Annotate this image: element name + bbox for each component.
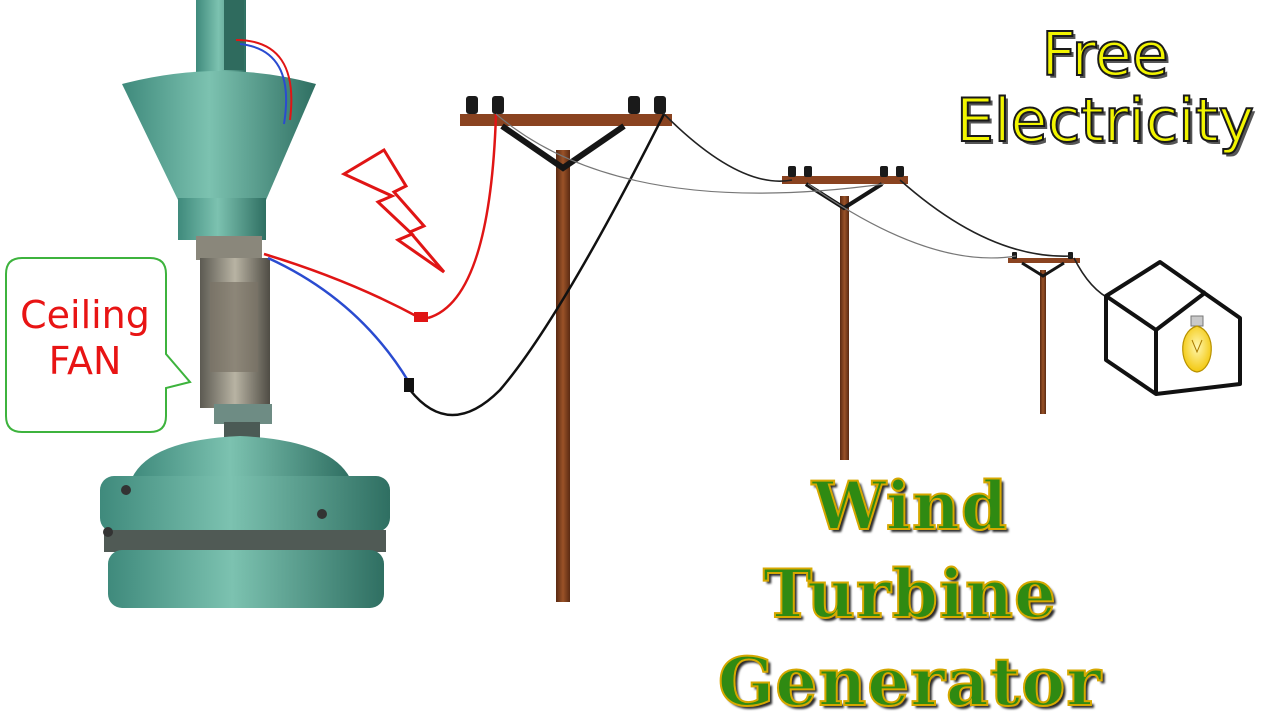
ceiling-fan xyxy=(100,0,390,608)
wire-red xyxy=(263,252,421,320)
black-connector xyxy=(404,378,414,392)
callout-line-1: Ceiling xyxy=(20,293,150,337)
utility-pole-3 xyxy=(1008,252,1080,414)
callout-line-2: FAN xyxy=(48,339,122,383)
headline-line-1: Free xyxy=(1040,20,1169,90)
title-line-2: Turbine Generator xyxy=(717,554,1103,722)
callout-bubble xyxy=(5,257,192,433)
lightning-icon xyxy=(340,147,446,274)
house-icon xyxy=(1104,260,1242,396)
wire-red-riser xyxy=(427,113,498,320)
fan-canopy xyxy=(122,71,316,209)
headline-line-2: Electricity xyxy=(955,86,1255,156)
power-lines xyxy=(495,113,1113,301)
title-line-1: Wind xyxy=(811,466,1009,546)
utility-pole-1 xyxy=(460,96,672,602)
lightbulb-icon xyxy=(1182,315,1212,373)
wire-blue xyxy=(267,256,412,385)
headline: Free Electricity xyxy=(940,20,1270,156)
title: Wind Turbine Generator xyxy=(560,462,1260,726)
red-connector xyxy=(414,312,428,322)
callout-text: Ceiling FAN xyxy=(6,292,164,384)
wire-black xyxy=(409,113,666,417)
fan-rotor-upper xyxy=(100,476,390,532)
fan-coupling xyxy=(196,236,262,260)
fan-rotor-dome xyxy=(132,436,350,478)
fan-rotor-lower xyxy=(108,550,384,608)
utility-pole-2 xyxy=(782,166,908,460)
